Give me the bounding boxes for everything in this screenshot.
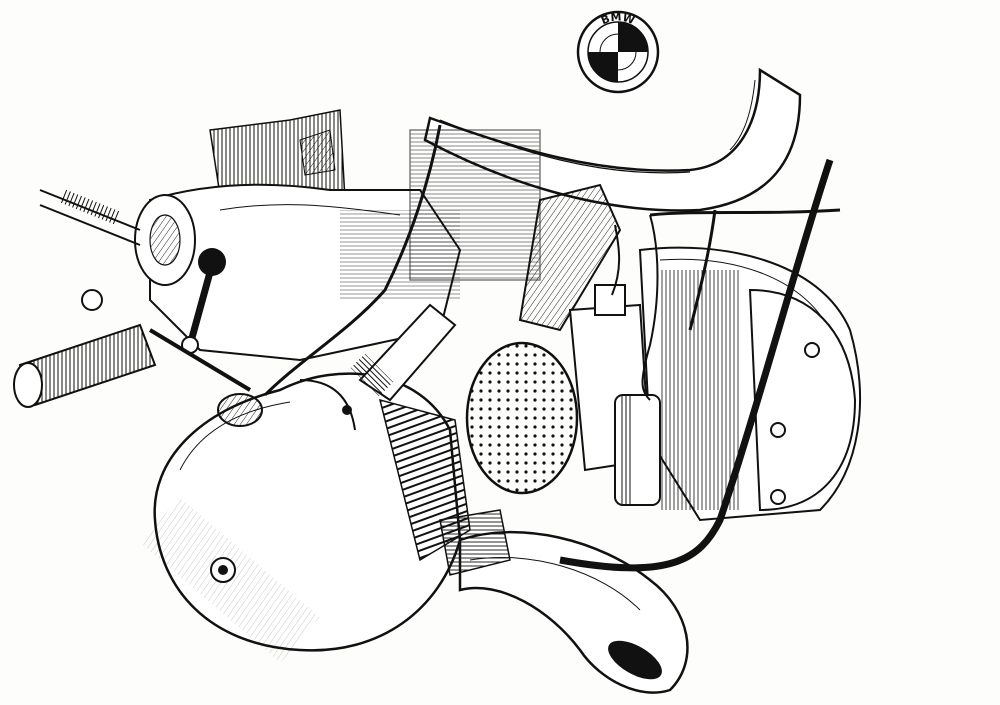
frame-section — [209, 109, 346, 201]
cables — [263, 124, 841, 572]
rear-shaft — [39, 189, 141, 246]
exhaust-pipe — [439, 509, 689, 694]
carburetor — [568, 284, 661, 506]
spark-plug-tube — [217, 303, 457, 427]
left-cylinder-head — [140, 372, 471, 663]
gear-lever — [181, 248, 226, 354]
handlebar-grip — [13, 289, 252, 408]
air-filter — [465, 341, 579, 495]
frame-bracket — [409, 129, 622, 332]
bmw-roundel-logo: BMW — [576, 11, 660, 94]
right-cylinder — [638, 246, 861, 522]
